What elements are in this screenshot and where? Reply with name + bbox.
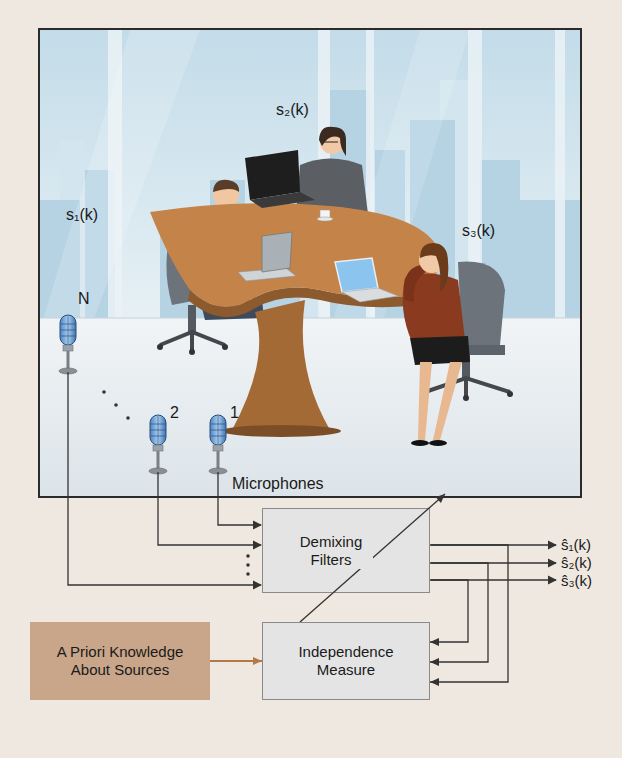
connector [430,580,468,642]
process-box: Demixing Filters [262,508,430,593]
arrow-head [430,638,439,646]
ellipsis-dots [246,554,250,576]
process-box: Independence Measure [262,622,430,700]
arrow-head [430,678,439,686]
microphone [209,415,227,474]
arrow-head [253,657,262,665]
box-text: A Priori Knowledge About Sources [43,643,197,679]
mic-caption: Microphones [232,475,324,493]
mic-number: N [78,290,90,308]
source-label: s₁(k) [66,206,98,224]
scene-frame [39,29,581,497]
output-signal: ŝ₂(k) [561,554,592,571]
connector [430,545,508,682]
arrow-head [430,658,439,666]
box-text: Demixing Filters [289,533,373,569]
knowledge-box: A Priori Knowledge About Sources [30,622,210,700]
microphone [59,315,77,374]
microphone [149,415,167,474]
arrow-head [436,494,445,503]
source-label: s₂(k) [276,101,309,119]
output-signal: ŝ₃(k) [561,572,592,589]
output-signal: ŝ₁(k) [561,536,591,553]
mic-number: 1 [230,404,239,422]
source-label: s₃(k) [462,222,495,240]
connector [300,593,333,622]
mic-number: 2 [170,404,179,422]
office-scene [40,30,580,496]
connector [430,563,488,662]
box-text: Independence Measure [284,643,408,679]
